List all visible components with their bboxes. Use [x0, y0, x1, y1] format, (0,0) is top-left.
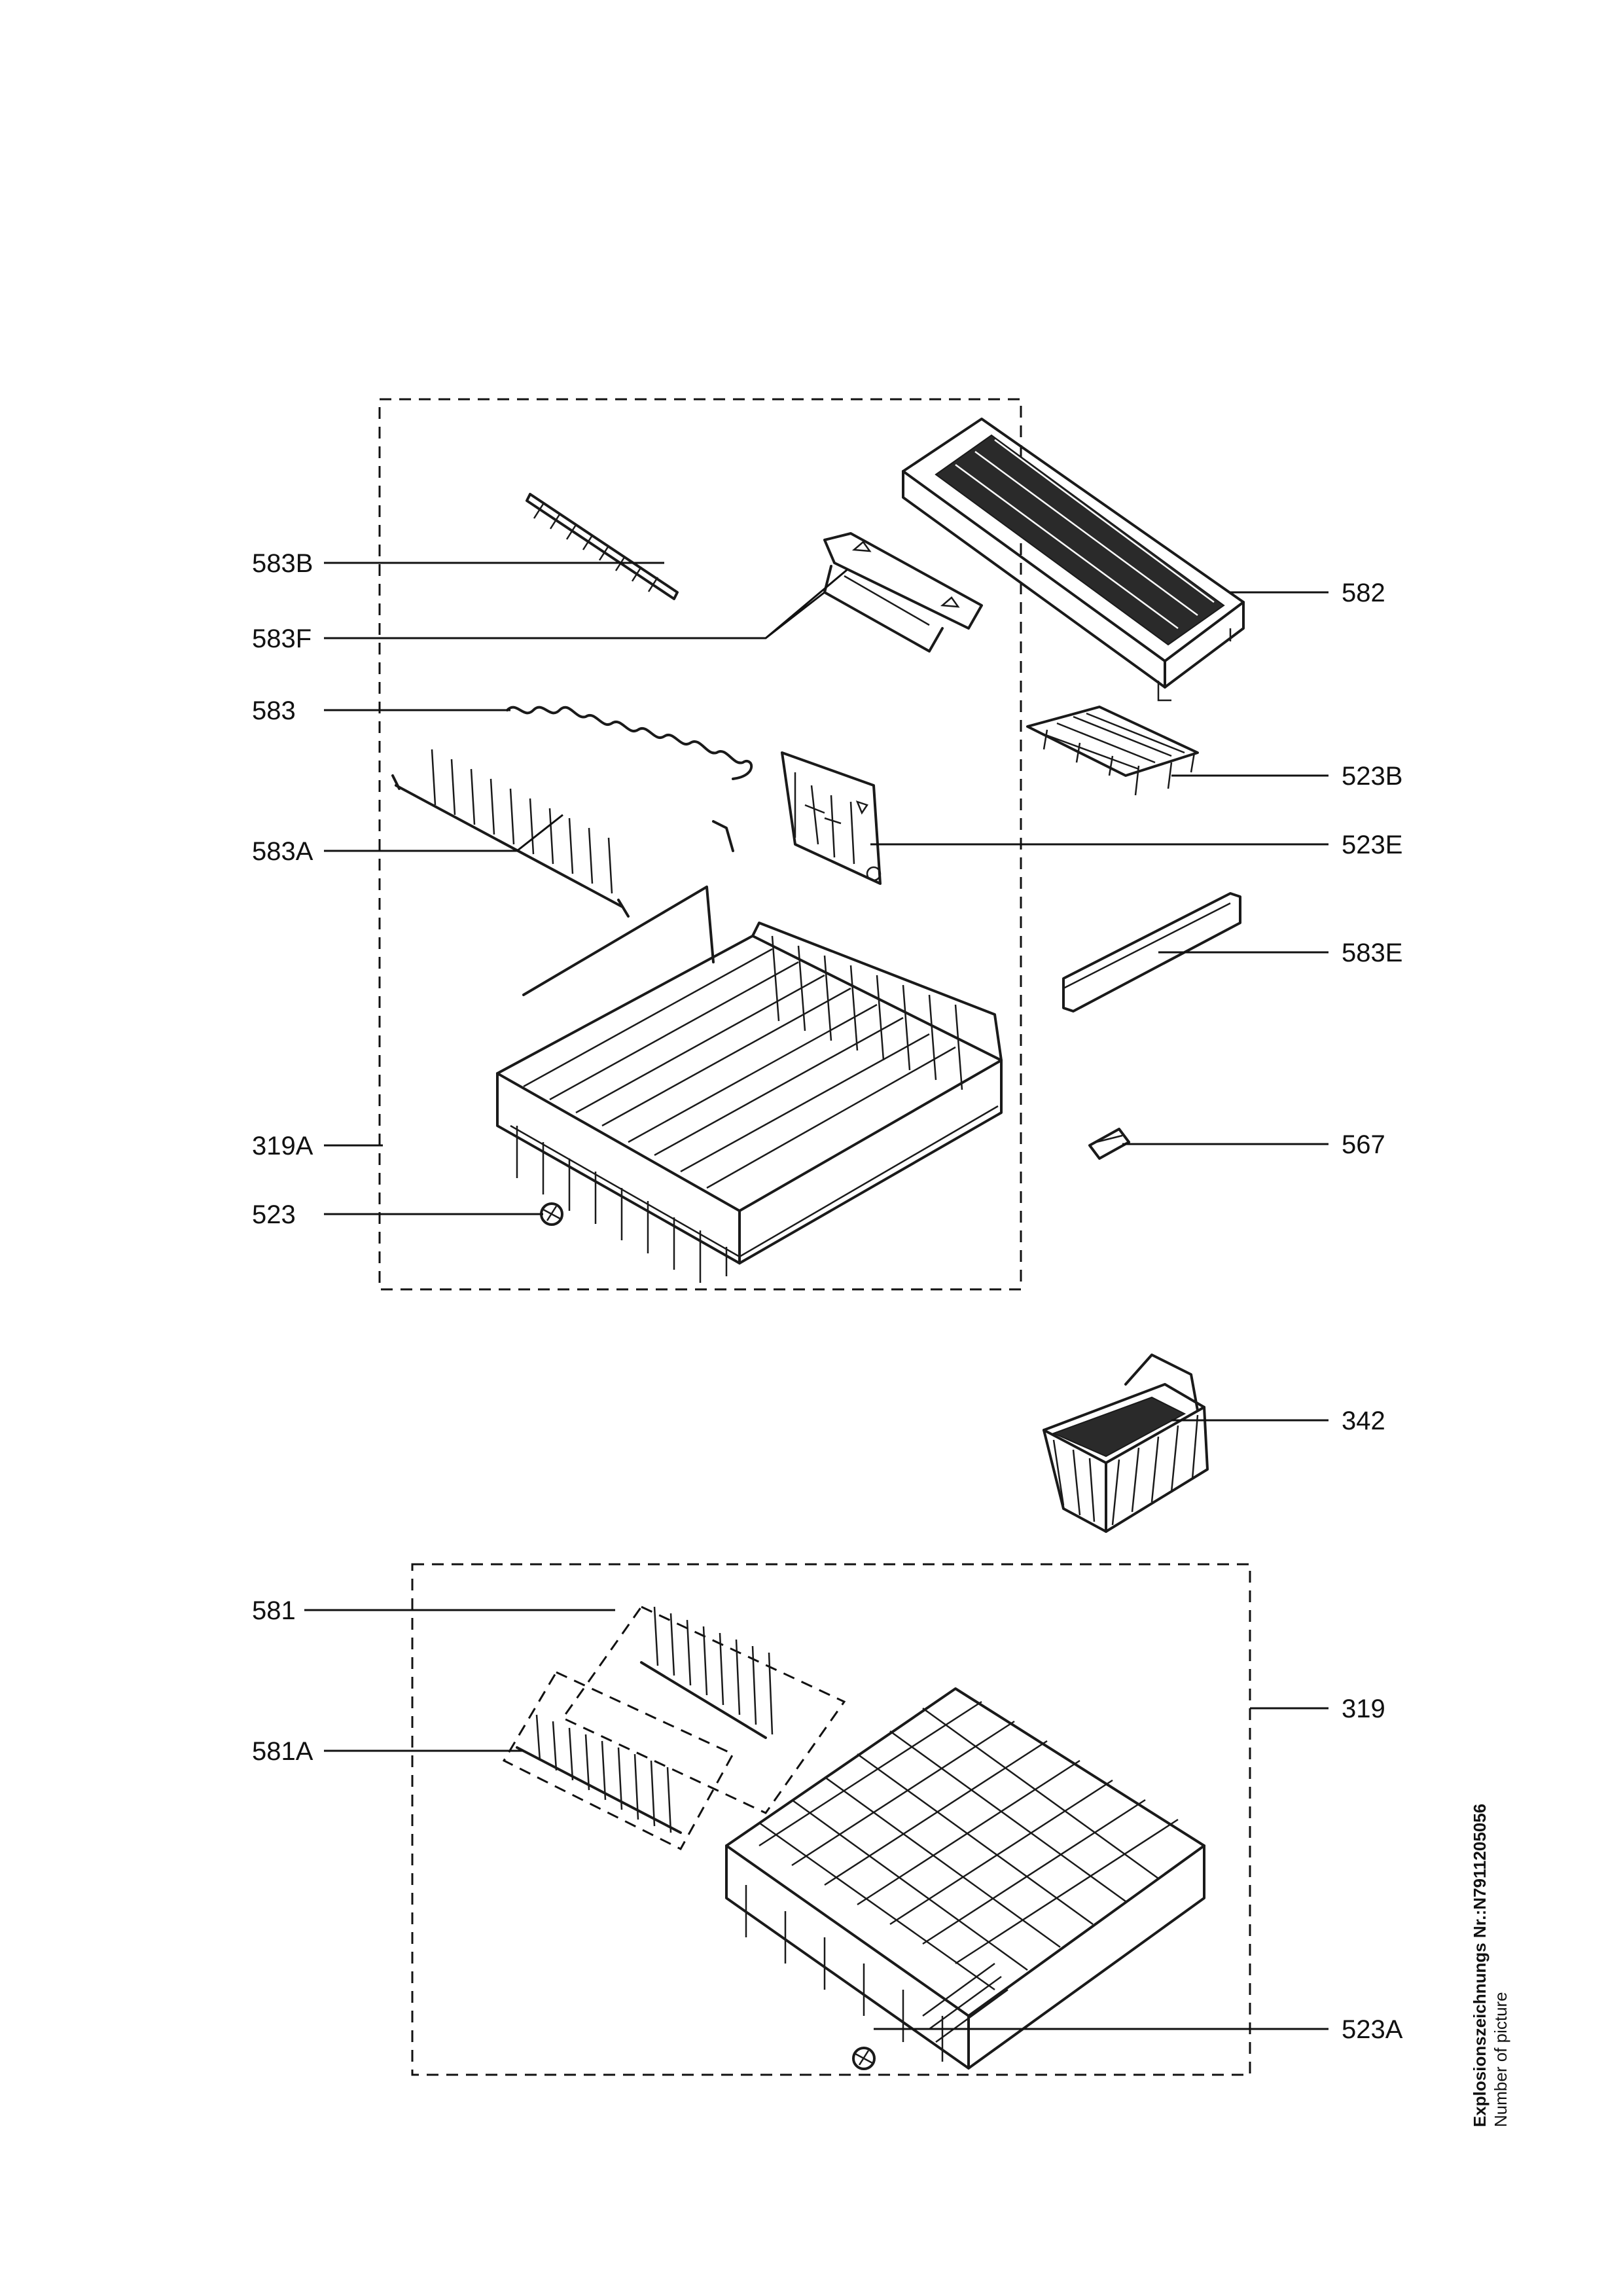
- label-583F: 583F: [252, 624, 312, 653]
- part-581A-tine-rack: [502, 1671, 735, 1850]
- drawing-number: Explosionszeichnungs Nr.:N7911205056: [1470, 1804, 1489, 2127]
- part-567-clip: [1088, 1128, 1130, 1160]
- label-319A: 319A: [252, 1132, 313, 1160]
- label-523: 523: [252, 1200, 296, 1229]
- label-581A: 581A: [252, 1737, 313, 1766]
- label-319: 319: [1342, 1695, 1385, 1723]
- label-523B: 523B: [1342, 762, 1402, 791]
- label-342: 342: [1342, 1407, 1385, 1435]
- label-583E: 583E: [1342, 939, 1402, 967]
- part-523A-wheel: [852, 2047, 876, 2070]
- label-582: 582: [1342, 579, 1385, 607]
- part-523-wheel: [540, 1202, 563, 1226]
- leader-lines: [304, 562, 1329, 2030]
- part-523E-clip-plate: [781, 751, 882, 885]
- part-583F-handle: [823, 532, 983, 653]
- label-567: 567: [1342, 1130, 1385, 1159]
- label-523E: 523E: [1342, 831, 1402, 859]
- label-583B: 583B: [252, 549, 313, 578]
- part-583A-tine-row: [391, 749, 630, 918]
- part-523B-cup-rack: [1026, 706, 1199, 796]
- lower-basket-group-frame: [411, 1563, 1251, 2076]
- part-583-wave-wire: [506, 706, 753, 852]
- part-582-cutlery-tray: [902, 418, 1245, 702]
- drawing-caption: Number of picture: [1491, 1992, 1510, 2127]
- label-583: 583: [252, 696, 296, 725]
- label-583A: 583A: [252, 837, 313, 866]
- label-523A: 523A: [1342, 2015, 1403, 2044]
- part-581-tine-rack: [561, 1605, 846, 1814]
- part-319A-upper-basket: [496, 886, 1003, 1283]
- part-583B-tine-strip: [526, 493, 679, 600]
- part-319-lower-basket: [725, 1687, 1205, 2070]
- drawing-number-block: Explosionszeichnungs Nr.:N7911205056 Num…: [1470, 1804, 1510, 2127]
- part-342-cutlery-basket: [1043, 1354, 1209, 1533]
- label-581: 581: [252, 1596, 296, 1625]
- part-583E-strip: [1062, 892, 1241, 1013]
